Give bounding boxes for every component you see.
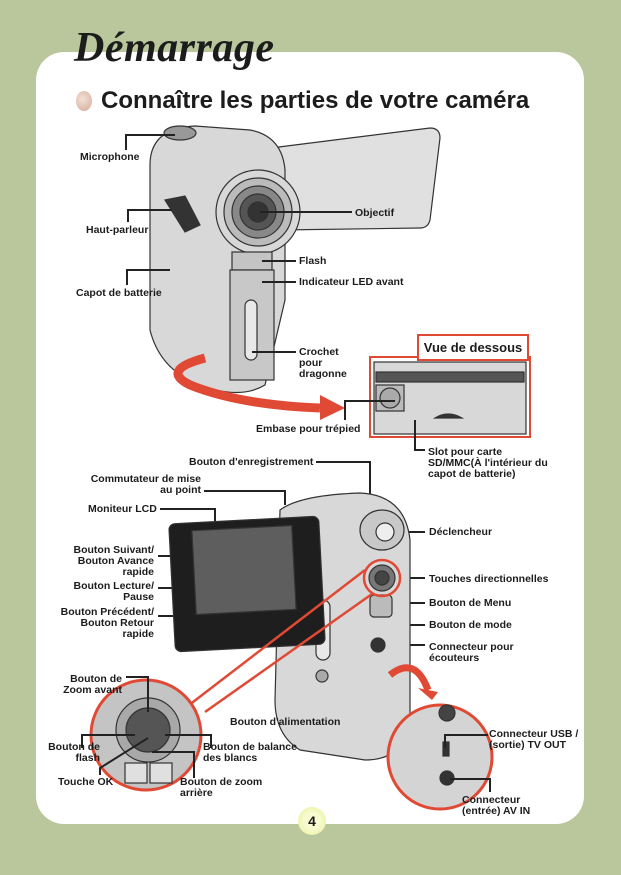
- bottom-view: [369, 356, 531, 438]
- side-connector-detail: [386, 703, 494, 811]
- label-declencheur: Déclencheur: [429, 526, 493, 538]
- section-title: Démarrage: [74, 25, 275, 71]
- label-touche-ok: Touche OK: [58, 776, 114, 788]
- label-av-in: Connecteur(entrée) AV IN: [462, 794, 531, 817]
- subtitle-text: Connaître les parties de votre caméra: [101, 87, 530, 114]
- label-embase: Embase pour trépied: [256, 423, 361, 435]
- label-lecture: Bouton Lecture/Pause: [73, 580, 155, 603]
- label-touches: Touches directionnelles: [429, 573, 549, 585]
- label-enregistrement: Bouton d'enregistrement: [189, 456, 314, 468]
- arrow-to-side-detail: [387, 664, 432, 692]
- arrow-head: [320, 395, 345, 420]
- label-haut-parleur: Haut-parleur: [86, 224, 149, 236]
- page-number: 4: [298, 807, 326, 835]
- control-dial-detail: [89, 678, 203, 792]
- label-capot-batterie: Capot de batterie: [76, 287, 162, 299]
- label-objectif: Objectif: [355, 207, 395, 219]
- page-subtitle: Connaître les parties de votre caméra: [76, 87, 529, 115]
- camera-front-view: [149, 125, 441, 394]
- bottom-view-title: Vue de dessous: [417, 334, 529, 361]
- label-menu: Bouton de Menu: [429, 597, 512, 609]
- label-microphone: Microphone: [80, 151, 140, 163]
- label-led: Indicateur LED avant: [299, 276, 404, 288]
- arrow-to-bottom-view: [173, 353, 321, 413]
- label-alimentation: Bouton d'alimentation: [230, 716, 341, 728]
- label-flash: Flash: [299, 255, 327, 267]
- label-mode: Bouton de mode: [429, 619, 512, 631]
- bullet-icon: [76, 91, 92, 111]
- label-moniteur: Moniteur LCD: [88, 503, 157, 515]
- label-usb: Connecteur USB /(sortie) TV OUT: [489, 728, 579, 751]
